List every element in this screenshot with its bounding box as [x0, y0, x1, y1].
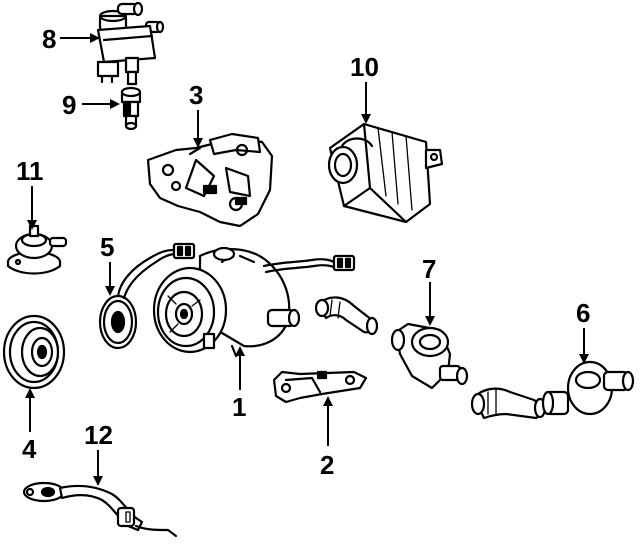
part-5-sensor-ring	[98, 242, 196, 350]
callout-12: 12	[84, 420, 113, 450]
part-7-check-valve	[390, 322, 469, 390]
callout-6: 6	[576, 298, 591, 328]
callout-8: 8	[42, 24, 57, 54]
callout-11: 11	[16, 156, 44, 186]
callout-1: 1	[232, 392, 247, 422]
callout-3: 3	[189, 80, 204, 110]
part-2-bracket	[272, 370, 368, 404]
callout-5: 5	[100, 232, 115, 262]
part-4-pulley	[2, 314, 66, 390]
part-10-module-housing	[327, 122, 444, 224]
part-6-valve	[541, 360, 635, 416]
part-8-solenoid-valve	[96, 1, 165, 86]
callout-2: 2	[320, 450, 335, 480]
hose-upper	[314, 296, 379, 336]
part-1-air-pump	[152, 246, 356, 358]
part-12-pipe	[22, 481, 178, 538]
part-11-valve	[6, 224, 68, 275]
part-9-fitting	[120, 86, 142, 131]
callout-4: 4	[22, 434, 37, 464]
callout-7: 7	[422, 254, 437, 284]
callout-10: 10	[350, 52, 379, 82]
part-3-bracket	[146, 132, 274, 228]
callout-9: 9	[62, 90, 77, 120]
leader-lines	[25, 33, 589, 486]
hose-lower	[470, 387, 547, 420]
